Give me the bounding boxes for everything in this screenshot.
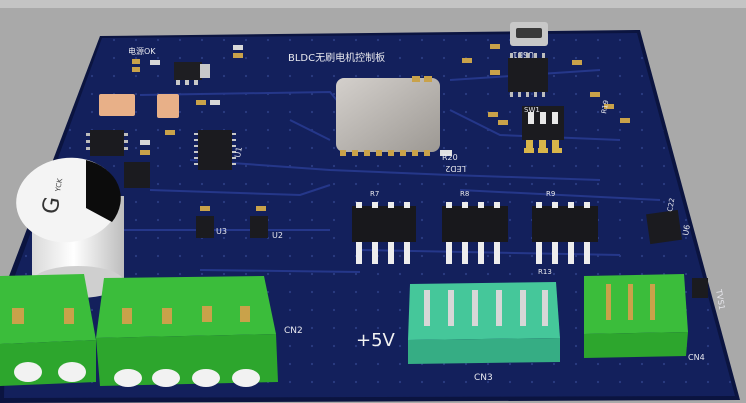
label-u6: U6	[681, 224, 692, 236]
pin-header-cn4	[584, 274, 688, 358]
label-r8: R8	[460, 190, 469, 198]
label-r7: R7	[370, 190, 379, 198]
tantalum-cap-1	[99, 94, 135, 116]
micro-usb-connector	[510, 22, 548, 46]
label-plus5v: +5V	[356, 330, 396, 351]
label-r13: R13	[538, 268, 552, 276]
label-led2: LED2	[445, 164, 466, 173]
label-r19: R19	[600, 99, 610, 114]
chip-u2	[250, 206, 268, 238]
power-led-label: 电源OK	[128, 46, 156, 56]
label-r20: R20	[442, 153, 458, 162]
smd-cluster-left	[132, 45, 243, 155]
label-u1: U1	[233, 146, 244, 158]
soic-chip-left	[86, 130, 128, 156]
driver-chip-1	[352, 202, 416, 264]
copper-traces	[120, 69, 661, 273]
top-band	[0, 0, 746, 8]
pin-header-cn3	[408, 282, 560, 364]
capacitor-brand: YCK	[54, 177, 64, 193]
label-r9: R9	[546, 190, 555, 198]
terminal-block-left	[0, 274, 96, 386]
terminal-block-cn2	[96, 276, 278, 387]
board-title: BLDC无刷电机控制板	[288, 51, 385, 64]
label-usb1: USB1	[512, 50, 534, 59]
label-u2: U2	[272, 231, 283, 240]
driver-chip-2	[442, 202, 508, 264]
dip-switch-sw1	[522, 106, 564, 153]
driver-chip-3	[532, 202, 598, 264]
tantalum-cap-2	[157, 94, 179, 118]
chip-uart	[508, 53, 548, 97]
label-cn3: CN3	[474, 373, 493, 383]
sot-chip	[124, 162, 150, 188]
label-tvs1: TVS1	[714, 288, 727, 311]
smd-cluster-right	[462, 44, 630, 125]
chip-u3	[196, 206, 214, 238]
label-c22: C22	[666, 197, 676, 212]
tvs-diode	[692, 278, 708, 298]
voltage-regulator	[174, 62, 210, 85]
label-sw1: SW1	[524, 106, 540, 114]
led2-part	[440, 150, 452, 156]
label-u3: U3	[216, 227, 227, 236]
label-cn2: CN2	[284, 326, 303, 336]
label-cn4: CN4	[688, 353, 705, 362]
chip-u1	[194, 130, 236, 170]
capacitor-mark: G	[38, 195, 66, 216]
chip-u6	[646, 209, 682, 245]
wifi-module	[336, 76, 440, 156]
